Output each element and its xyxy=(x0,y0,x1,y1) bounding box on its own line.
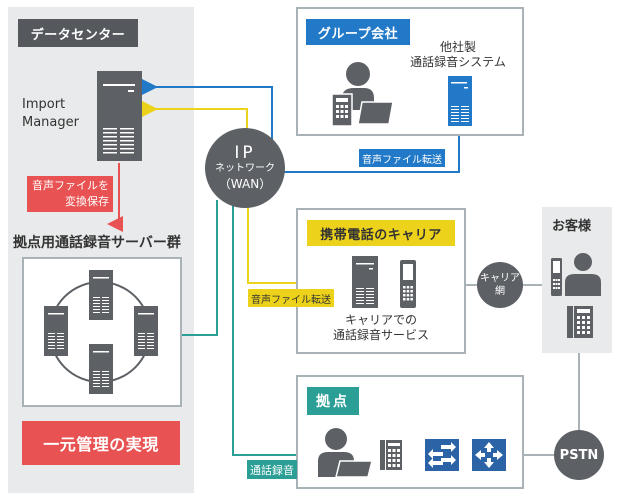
unified-management-label: 一元管理の実現 xyxy=(22,421,180,465)
other-system-line2: 通話録音システム xyxy=(410,55,506,69)
mobile-phone-icon xyxy=(400,260,416,308)
branch-desk-phone-icon xyxy=(380,440,402,470)
import-manager-line1: Import xyxy=(22,97,66,112)
carrier-server-icon xyxy=(352,256,378,308)
import-manager-line2: Manager xyxy=(22,115,79,130)
ring-server-left xyxy=(44,306,68,356)
network-switch-icon xyxy=(425,439,459,471)
convert-save-line1: 音声ファイルを xyxy=(32,179,109,192)
yellow-arrow-line xyxy=(142,101,248,130)
customer-person-icon xyxy=(565,253,601,296)
blue-transfer-line xyxy=(282,128,460,173)
branch-operator-icon xyxy=(318,428,372,477)
ring-server-top xyxy=(89,270,113,320)
pstn-label: PSTN xyxy=(559,447,599,463)
ring-server-right xyxy=(134,306,158,356)
server-group-box xyxy=(22,257,182,407)
carrier-transfer-label: 音声ファイル転送 xyxy=(248,289,334,307)
carrier-service-line1: キャリアでの xyxy=(344,313,417,327)
convert-save-label: 音声ファイルを 変換保存 xyxy=(27,176,113,212)
customer-mobile-icon xyxy=(551,258,562,296)
customer-title: お客様 xyxy=(552,219,592,234)
pstn-circle: PSTN xyxy=(554,430,604,480)
server-group-title: 拠点用通話録音サーバー群 xyxy=(13,235,181,251)
ip-network-circle: IP ネットワーク （WAN） xyxy=(205,128,285,208)
branch-title: 拠点 xyxy=(307,387,359,415)
teal-arrow-line xyxy=(160,200,218,343)
carrier-network-circle: キャリア 網 xyxy=(477,262,523,308)
server-ring xyxy=(44,270,158,394)
carrier-net-line1: キャリア xyxy=(480,273,520,284)
ip-line3: （WAN） xyxy=(218,177,272,191)
import-manager-label: Import Manager xyxy=(22,96,79,132)
blue-arrow-line xyxy=(142,79,273,160)
branch-recording-label: 通話録音 xyxy=(247,460,297,479)
group-company-title: グループ会社 xyxy=(306,19,410,45)
customer-desk-phone-icon xyxy=(567,306,593,338)
convert-save-line2: 変換保存 xyxy=(65,195,109,208)
ring-server-bottom xyxy=(89,344,113,394)
carrier-service-label: キャリアでの 通話録音サービス xyxy=(316,313,446,343)
group-transfer-label: 音声ファイル転送 xyxy=(359,149,445,167)
datacenter-title: データセンター xyxy=(18,19,138,47)
import-manager-server-icon xyxy=(97,71,142,161)
ip-line1: IP xyxy=(234,143,256,163)
network-router-icon xyxy=(472,439,506,471)
teal-branch-line xyxy=(232,205,316,456)
carrier-service-line2: 通話録音サービス xyxy=(332,328,429,342)
ip-line2: ネットワーク xyxy=(215,163,275,174)
operator-with-phone-icon xyxy=(332,62,394,126)
other-system-label: 他社製 通話録音システム xyxy=(398,40,518,70)
carrier-net-line2: 網 xyxy=(495,286,505,297)
other-system-line1: 他社製 xyxy=(439,40,476,54)
other-system-server-icon xyxy=(448,76,472,126)
carrier-title: 携帯電話のキャリア xyxy=(307,220,455,246)
